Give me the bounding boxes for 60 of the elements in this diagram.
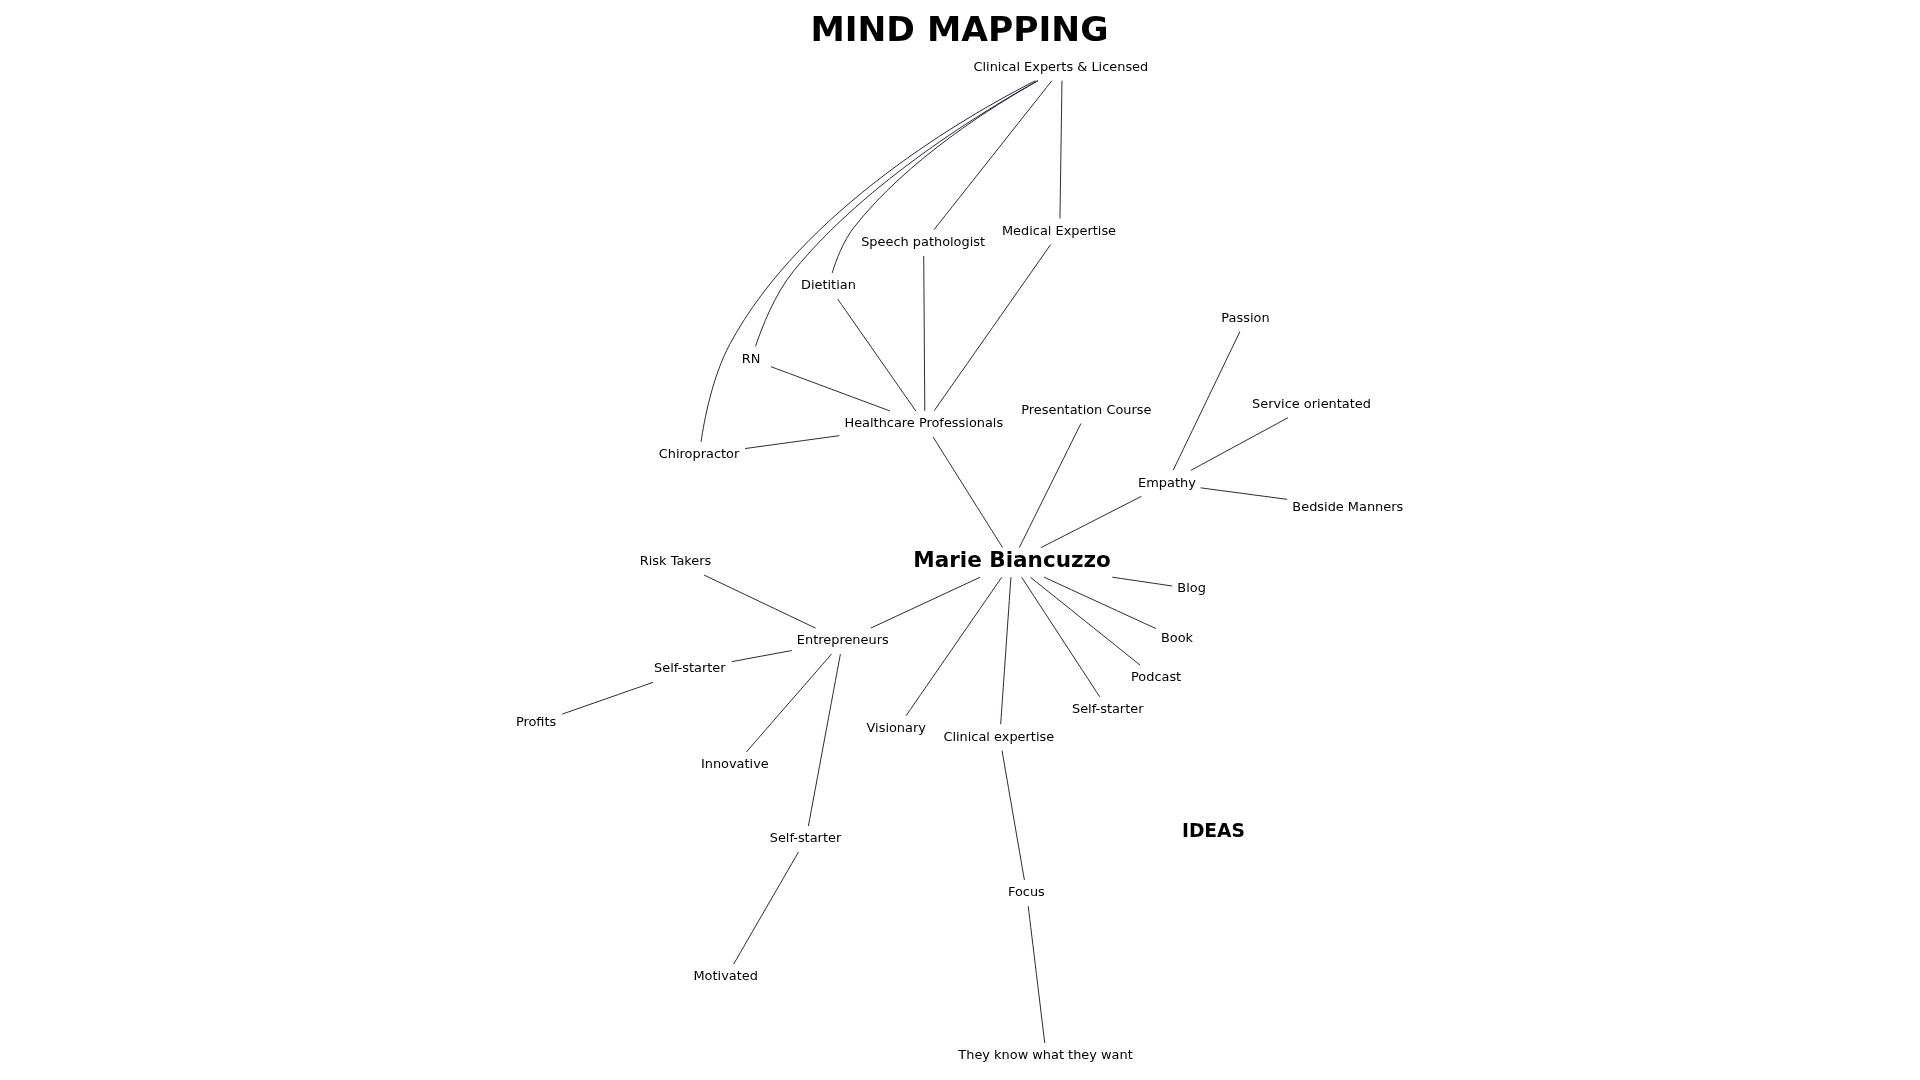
connector <box>754 80 1038 347</box>
node-text: Presentation Course <box>1020 401 1151 417</box>
connector <box>703 574 816 629</box>
node-text: Book <box>1160 629 1193 645</box>
connector <box>770 366 890 412</box>
node-text: Blog <box>1176 580 1206 596</box>
connector <box>999 576 1011 725</box>
connector <box>1043 576 1156 629</box>
node-text: Healthcare Professionals <box>843 415 1003 431</box>
label: IDEAS <box>1181 820 1245 842</box>
connector <box>905 576 1002 717</box>
connector <box>933 244 1051 412</box>
connector <box>932 436 1003 549</box>
node-text: Chiropractor <box>658 445 739 461</box>
connector <box>869 576 981 629</box>
node-text: Empathy <box>1137 474 1196 490</box>
node-text: Podcast <box>1130 669 1181 685</box>
node-text: Clinical expertise <box>942 728 1054 744</box>
connector <box>922 255 925 412</box>
node-text: Self-starter <box>769 830 841 846</box>
node-text: Passion <box>1220 309 1270 325</box>
connector <box>1039 495 1142 549</box>
node-text: Innovative <box>700 756 769 772</box>
node-text: Speech pathologist <box>860 233 985 249</box>
connector <box>700 80 1036 443</box>
connector <box>561 681 654 715</box>
node-text: Motivated <box>692 968 758 984</box>
node-text: Dietitian <box>800 277 856 293</box>
connector <box>732 851 799 965</box>
node-text: Self-starter <box>1071 701 1143 717</box>
connector <box>744 435 840 449</box>
node-text: Bedside Manners <box>1291 498 1403 514</box>
node-text: Risk Takers <box>639 553 711 569</box>
node-text: Medical Expertise <box>1001 222 1116 238</box>
node-text: Visionary <box>866 719 926 735</box>
connector <box>807 653 841 827</box>
node-text: Self-starter <box>653 660 726 676</box>
connector <box>1020 576 1100 698</box>
connector <box>1111 576 1173 587</box>
node-text: RN <box>741 350 760 366</box>
node-text: Focus <box>1007 884 1045 900</box>
node-text: They know what they want <box>957 1047 1133 1063</box>
connector <box>933 80 1052 231</box>
connector <box>1027 905 1045 1044</box>
connector <box>1189 417 1288 471</box>
node-text: Entrepreneurs <box>796 632 889 648</box>
connector <box>1172 331 1240 471</box>
connector <box>1029 576 1141 666</box>
node-text: Profits <box>515 714 556 730</box>
connector <box>1001 750 1025 881</box>
connector <box>1199 487 1288 500</box>
connector <box>1018 423 1081 549</box>
node-text: Marie Biancuzzo <box>912 547 1111 573</box>
diagram-title: MIND MAPPING <box>809 8 1108 49</box>
node-text: Clinical Experts & Licensed <box>972 58 1148 74</box>
connector <box>730 650 792 663</box>
connector <box>1059 80 1062 219</box>
connector <box>836 298 916 412</box>
node-text: Service orientated <box>1251 395 1371 411</box>
connector <box>745 653 832 753</box>
